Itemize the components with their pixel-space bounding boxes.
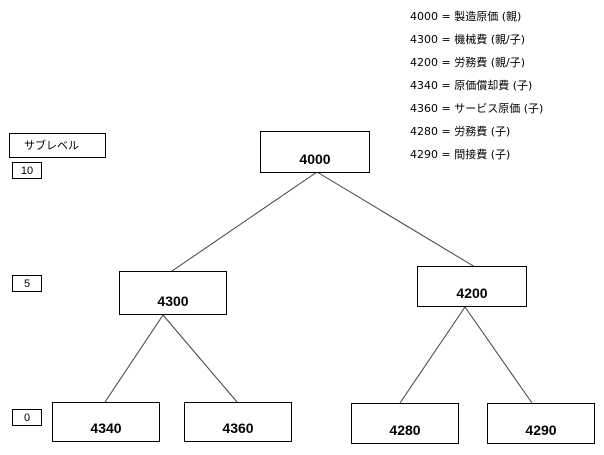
edge-4200-4290 [464,306,533,404]
node-4280: 4280 [351,403,459,444]
sublevel-title: サブレベル [9,133,106,158]
level-label-0: 0 [12,409,42,426]
legend-item: 4360 = サービス原価 (子) [410,102,544,115]
legend-item: 4000 = 製造原価 (親) [410,10,522,23]
level-label-10: 10 [12,162,42,179]
node-4360: 4360 [184,402,292,442]
node-4000: 4000 [260,131,370,173]
node-4290: 4290 [487,403,595,444]
edge-4000-4200 [316,171,476,268]
edge-4300-4340 [104,314,164,403]
legend-item: 4200 = 労務費 (親/子) [410,56,525,69]
node-4300: 4300 [119,271,227,315]
node-4340: 4340 [52,402,160,442]
level-label-5: 5 [12,275,42,292]
edge-4300-4360 [162,314,238,403]
legend: 4000 = 製造原価 (親) 4300 = 機械費 (親/子) 4200 = … [410,5,543,166]
legend-item: 4280 = 労務費 (子) [410,125,511,138]
legend-item: 4300 = 機械費 (親/子) [410,33,525,46]
edge-4200-4280 [399,306,466,404]
legend-item: 4290 = 間接費 (子) [410,148,511,161]
edge-4000-4300 [171,171,318,272]
node-4200: 4200 [417,266,527,307]
legend-item: 4340 = 原価償却費 (子) [410,79,533,92]
